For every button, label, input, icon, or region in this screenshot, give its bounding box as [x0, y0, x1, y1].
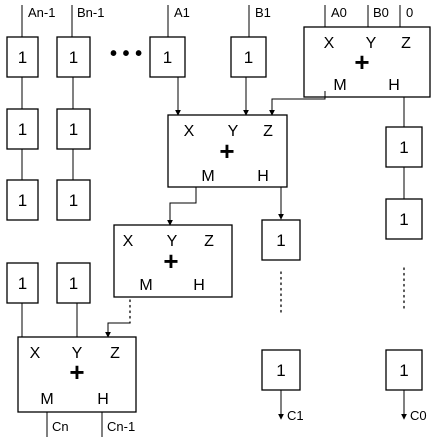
register-an1-4: 1: [6, 262, 39, 304]
input-label-a0: A0: [331, 5, 347, 20]
input-label-an-1: An-1: [28, 5, 55, 20]
register-c0-1: 1: [385, 126, 423, 168]
svg-text:X: X: [30, 345, 41, 362]
svg-text:Z: Z: [204, 233, 214, 250]
svg-text:1: 1: [244, 48, 253, 67]
register-a1: 1: [149, 36, 186, 78]
svg-text:1: 1: [18, 120, 27, 139]
svg-text:1: 1: [18, 48, 27, 67]
svg-text:H: H: [193, 277, 205, 294]
register-c1-2: 1: [261, 349, 301, 391]
svg-text:1: 1: [276, 361, 285, 380]
svg-text:1: 1: [163, 48, 172, 67]
svg-text:Y: Y: [228, 123, 239, 140]
output-label-c0: C0: [410, 408, 427, 423]
svg-text:+: +: [354, 47, 369, 77]
register-bn1-1: 1: [56, 36, 91, 78]
svg-text:1: 1: [69, 48, 78, 67]
svg-text:1: 1: [18, 191, 27, 210]
svg-text:+: +: [219, 136, 234, 166]
svg-text:1: 1: [69, 120, 78, 139]
svg-text:X: X: [123, 233, 134, 250]
svg-text:Y: Y: [167, 233, 178, 250]
register-b1: 1: [230, 36, 267, 78]
adder-bit-n-1: X Y Z + M H: [17, 336, 137, 413]
svg-text:1: 1: [18, 274, 27, 293]
svg-text:H: H: [257, 168, 269, 185]
svg-text:X: X: [324, 35, 335, 52]
input-label-a1: A1: [174, 5, 190, 20]
input-label-bn-1: Bn-1: [77, 5, 104, 20]
svg-text:H: H: [97, 391, 109, 408]
svg-text:M: M: [40, 391, 53, 408]
svg-text:Z: Z: [263, 123, 273, 140]
register-an1-2: 1: [6, 108, 39, 150]
svg-text:1: 1: [399, 210, 408, 229]
svg-text:H: H: [388, 77, 400, 94]
register-c0-2: 1: [385, 198, 423, 240]
register-bn1-3: 1: [56, 179, 91, 221]
output-label-cn-1: Cn-1: [107, 419, 135, 434]
register-c0-3: 1: [385, 349, 423, 391]
register-an1-1: 1: [6, 36, 39, 78]
svg-text:M: M: [139, 277, 152, 294]
svg-text:Z: Z: [401, 35, 411, 52]
input-label-b1: B1: [255, 5, 271, 20]
input-label-b0: B0: [373, 5, 389, 20]
svg-text:+: +: [163, 246, 178, 276]
adder-bit-2: X Y Z + M H: [113, 224, 233, 298]
svg-text:M: M: [201, 168, 214, 185]
svg-text:Y: Y: [366, 35, 377, 52]
svg-text:1: 1: [399, 361, 408, 380]
svg-text:1: 1: [399, 138, 408, 157]
svg-text:M: M: [333, 77, 346, 94]
svg-text:1: 1: [69, 191, 78, 210]
register-c1-1: 1: [261, 219, 301, 261]
input-label-zero: 0: [406, 5, 413, 20]
register-bn1-2: 1: [56, 108, 91, 150]
svg-text:Z: Z: [110, 345, 120, 362]
svg-text:X: X: [184, 123, 195, 140]
output-label-c1: C1: [287, 408, 304, 423]
svg-text:1: 1: [276, 231, 285, 250]
adder-bit-1: X Y Z + M H: [167, 114, 288, 188]
svg-text:1: 1: [69, 274, 78, 293]
register-an1-3: 1: [6, 179, 39, 221]
adder-bit-0: X Y Z + M H: [303, 26, 431, 98]
svg-text:Y: Y: [72, 345, 83, 362]
horizontal-ellipsis: • • •: [110, 43, 142, 65]
svg-text:+: +: [69, 357, 84, 387]
register-bn1-4: 1: [56, 262, 91, 304]
output-label-cn: Cn: [52, 419, 69, 434]
